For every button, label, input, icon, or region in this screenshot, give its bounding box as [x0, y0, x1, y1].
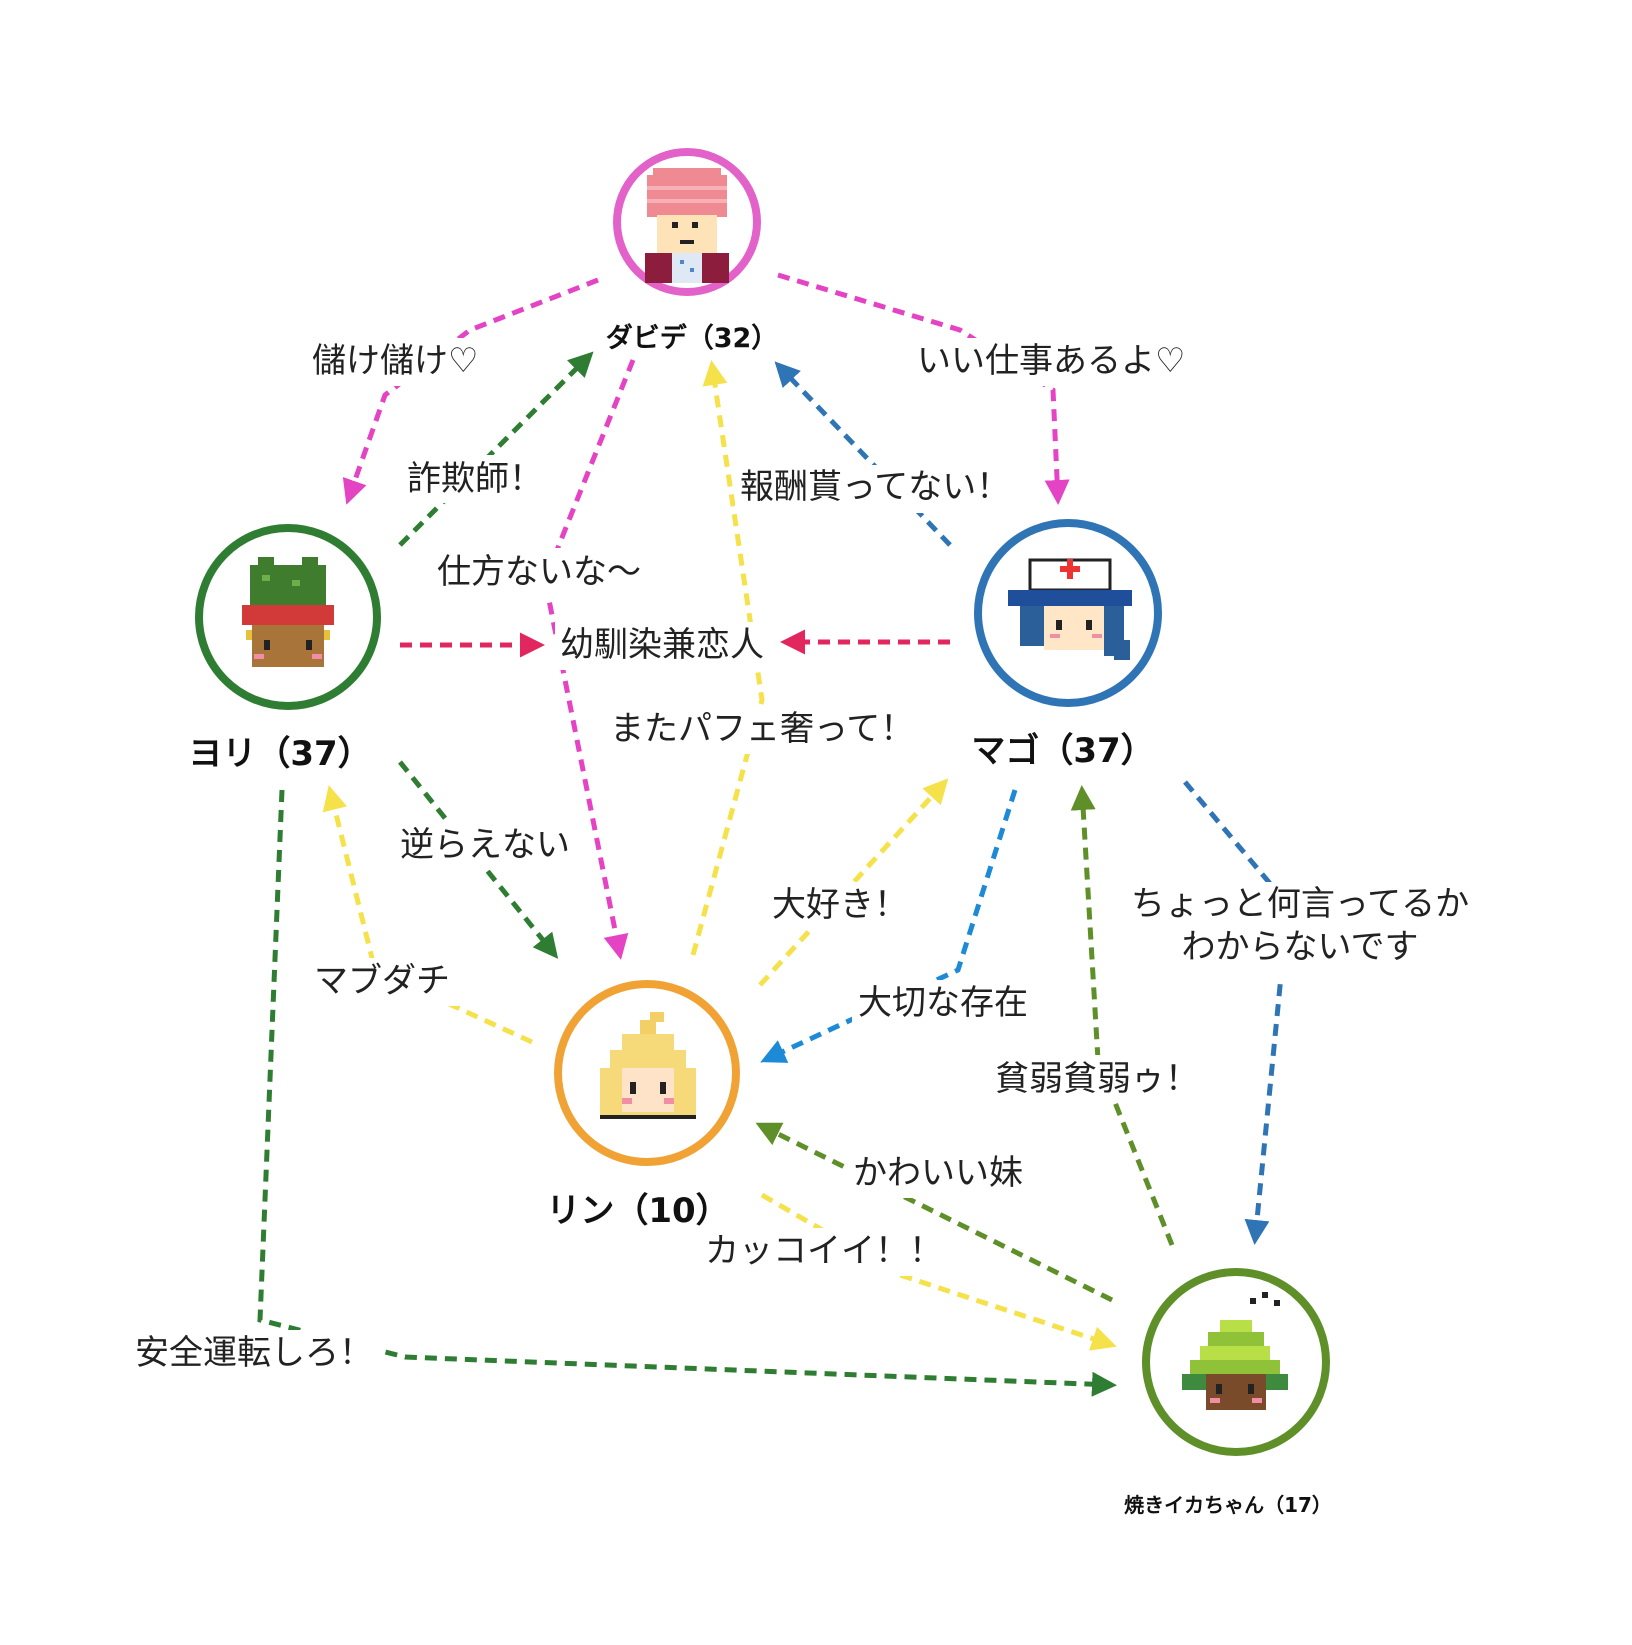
arrow-rin-to-dabide: [690, 360, 765, 956]
node-rin: リン（10）: [546, 980, 740, 1231]
arrow-ika-to-mago: [1070, 785, 1175, 1246]
node-ika: 焼きイカちゃん（17）: [1124, 1268, 1332, 1517]
label-iishigoto: いい仕事あるよ♡: [917, 341, 1185, 381]
label-chotto-line1: ちょっと何言ってるか: [1131, 884, 1469, 924]
label-sakaraenai: 逆らえない: [400, 825, 570, 865]
ika-avatar-icon: [1182, 1292, 1288, 1410]
label-houshuu: 報酬貰ってない！: [740, 467, 1010, 507]
label-sagishi: 詐欺師！: [407, 459, 543, 499]
yori-avatar-icon: [242, 557, 334, 667]
node-yori: ヨリ（37）: [188, 524, 381, 774]
label-kawaii: かわいい妹: [853, 1153, 1023, 1193]
arrow-ika-to-rin: [755, 1122, 1114, 1303]
label-chotto-line2: わからないです: [1182, 927, 1419, 967]
label-kakkoii: カッコイイ！！: [705, 1231, 943, 1271]
mago-avatar-icon: [1008, 558, 1132, 660]
label-moukemouke: 儲け儲け♡: [312, 341, 478, 381]
yori-name: ヨリ（37）: [188, 734, 371, 774]
arrow-mago-to-rin: [760, 789, 1018, 1063]
arrow-yori-to-dabide: [398, 351, 594, 547]
node-mago: マゴ（37）: [971, 519, 1162, 771]
rin-avatar-icon: [600, 1012, 696, 1119]
label-taisetsu: 大切な存在: [858, 983, 1028, 1023]
rin-name: リン（10）: [546, 1191, 729, 1231]
dabide-avatar-icon: [645, 168, 729, 283]
arrow-mago-to-dabide: [774, 361, 952, 547]
label-daisuki: 大好き！: [772, 885, 908, 925]
label-mabudachi: マブダチ: [314, 961, 450, 1001]
label-parfait: またパフェ奢って！: [610, 709, 914, 749]
arrow-dabide-to-rin: [542, 359, 636, 960]
arrow-mago-to-ika: [1183, 780, 1291, 1245]
arrow-rin-to-mago: [758, 778, 949, 987]
label-hinjaku: 貧弱貧弱ゥ！: [995, 1059, 1199, 1099]
dabide-name: ダビデ（32）: [606, 322, 779, 354]
arrow-rin-to-ika: [760, 1192, 1117, 1351]
ika-name: 焼きイカちゃん（17）: [1124, 1493, 1332, 1517]
label-shikatanai: 仕方ないな〜: [437, 552, 641, 592]
mago-name: マゴ（37）: [971, 731, 1154, 771]
node-dabide: ダビデ（32）: [606, 148, 779, 354]
label-osananajimi: 幼馴染兼恋人: [560, 625, 764, 665]
label-anzen: 安全運転しろ！: [135, 1333, 373, 1373]
